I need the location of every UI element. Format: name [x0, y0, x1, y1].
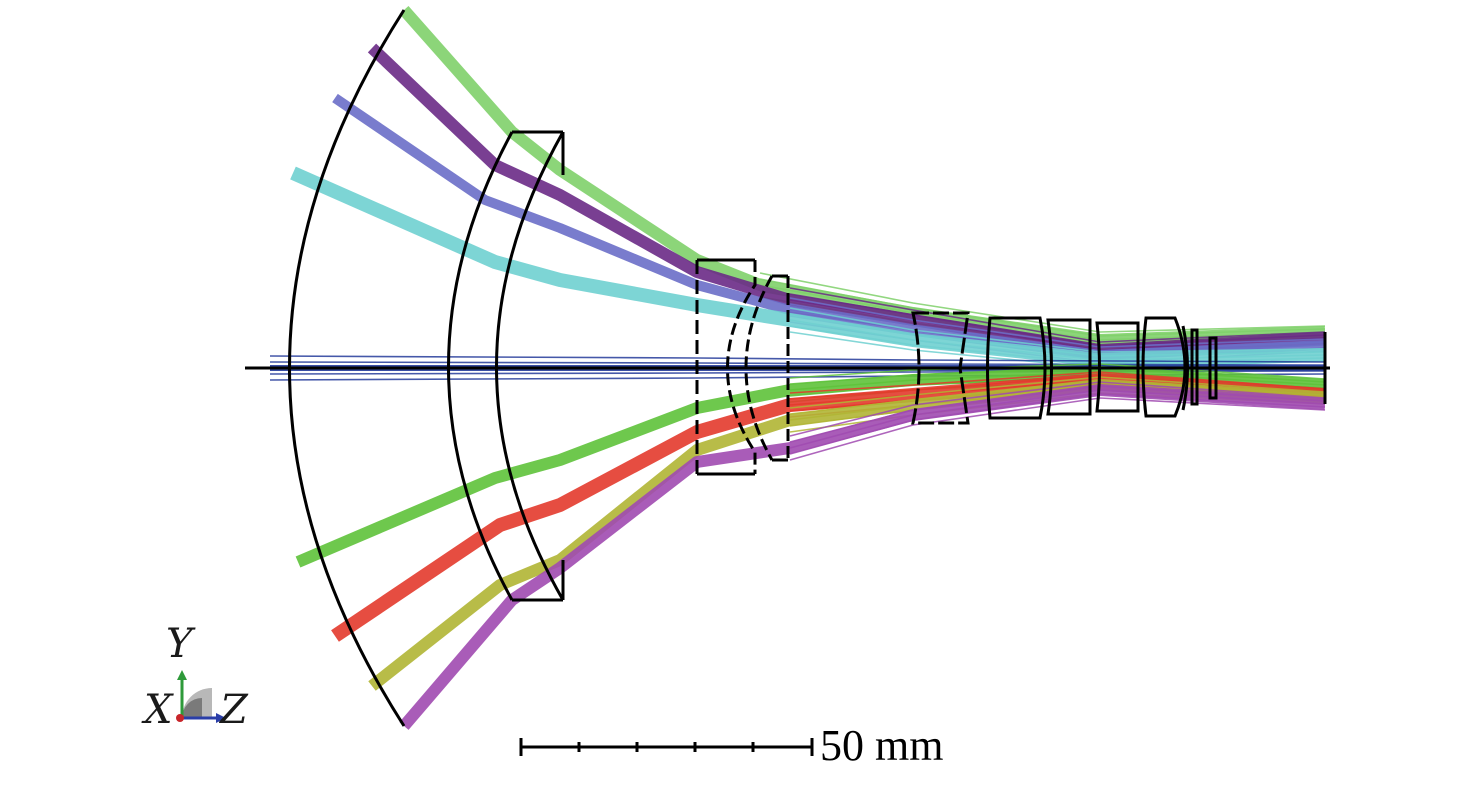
lens8	[1141, 316, 1187, 418]
ray-line-red	[789, 371, 1326, 394]
ray-line-cyan	[789, 319, 1326, 361]
ray-line-slate_blue	[789, 303, 1326, 352]
axis-y-label: Y	[166, 621, 193, 667]
lens6	[1046, 318, 1092, 416]
lens4	[911, 311, 970, 425]
ray-line-green	[789, 367, 1326, 385]
scale-bar	[519, 738, 814, 756]
axis-z-label: Z	[220, 687, 248, 733]
ray-line-cyan	[789, 307, 1326, 353]
ray-line-purple	[789, 293, 1326, 347]
ray-line-olive	[789, 380, 1326, 415]
ray-line-magenta	[789, 381, 1326, 437]
lens11	[1208, 336, 1218, 400]
scale-bar-label: 50 mm	[820, 721, 944, 770]
ray-line-navy	[269, 355, 1326, 363]
axis-x-label: X	[144, 687, 173, 733]
ray-line-green	[789, 371, 1326, 391]
lens10	[1190, 328, 1199, 406]
ray-line-magenta	[789, 393, 1326, 455]
ray-line-light_green	[759, 278, 1326, 337]
lens7	[1095, 321, 1140, 413]
ray-line-cyan	[789, 313, 1326, 357]
ray-line-slate_blue	[789, 297, 1326, 348]
lens5	[986, 316, 1047, 420]
ray-line-purple	[789, 299, 1326, 351]
ray-line-olive	[789, 376, 1326, 409]
ray-line-magenta	[789, 397, 1326, 461]
coordinate-triad-icon	[176, 670, 226, 723]
ray-line-magenta	[789, 385, 1326, 443]
